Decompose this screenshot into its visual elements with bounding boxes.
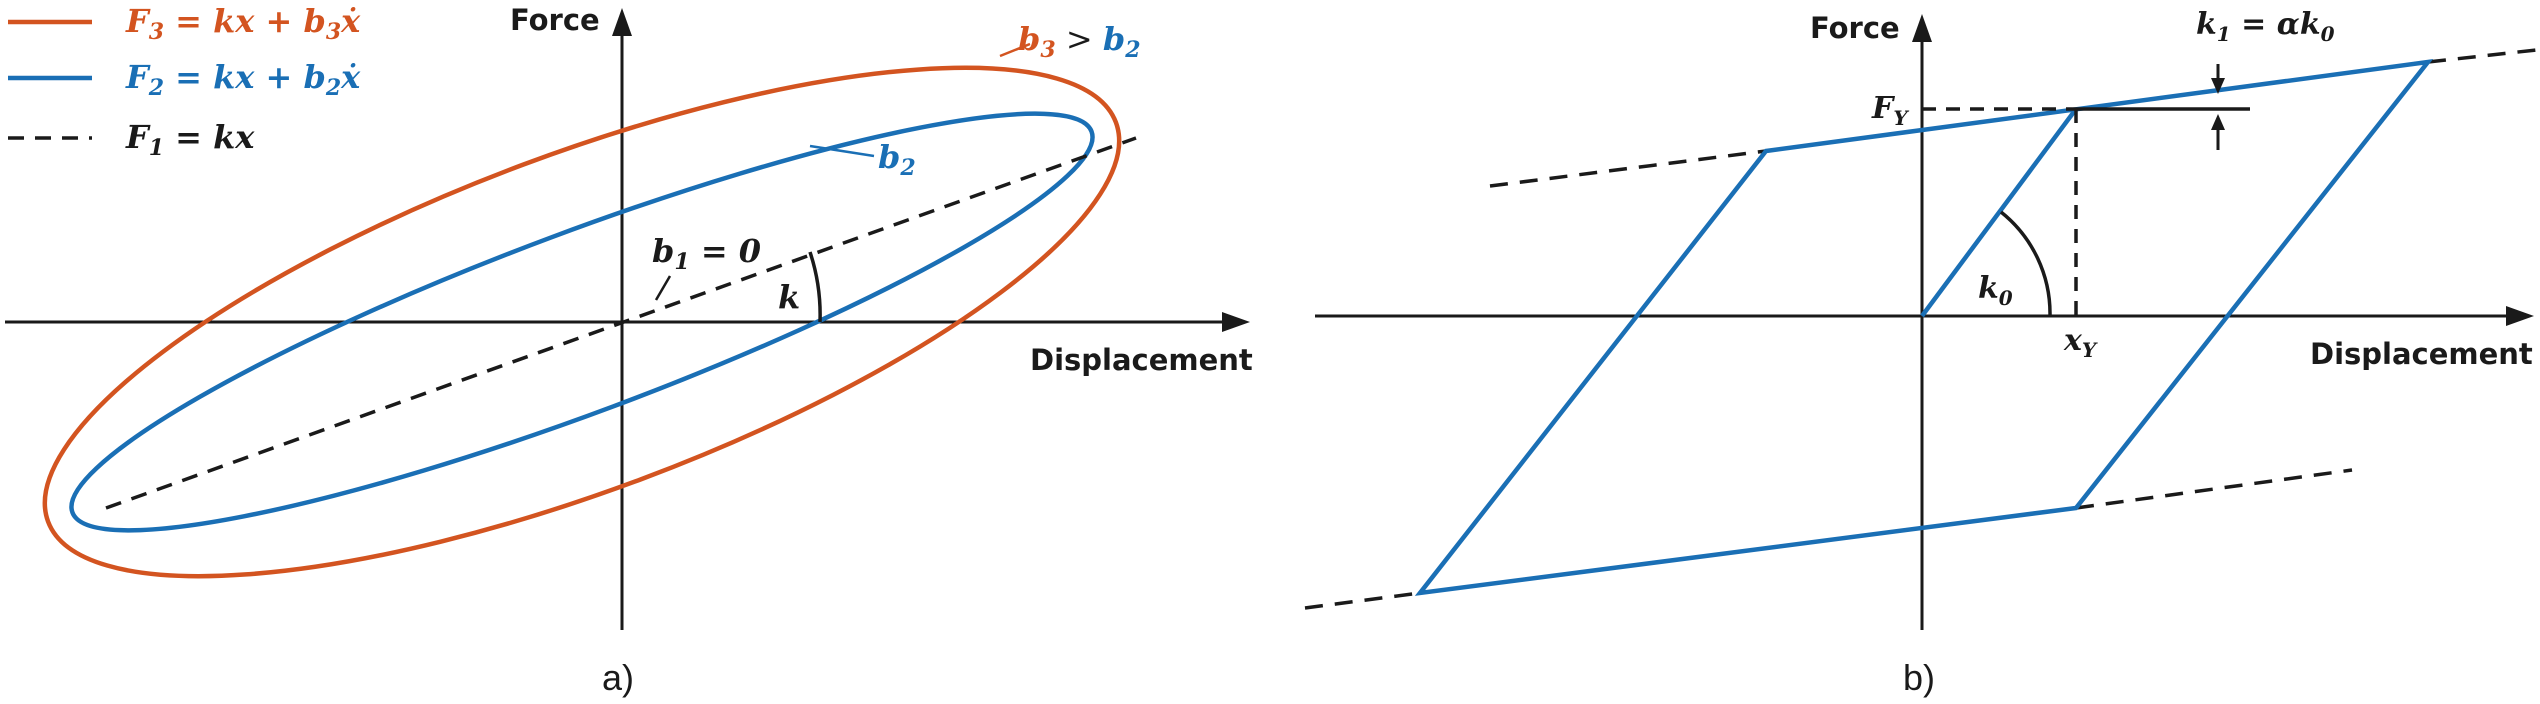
- panel-b-y-axis-arrow: [1912, 14, 1932, 42]
- k0-angle-arc: [1999, 210, 2052, 317]
- upper-right-dashed-extension: [2427, 48, 2537, 64]
- f3-hysteresis-loop: [42, 65, 1122, 579]
- fy-label: FY: [1871, 91, 1909, 130]
- bilinear-hysteresis-loop: [1414, 59, 2434, 596]
- k1-label: k1 = αk0: [2196, 7, 2335, 46]
- panel-a-x-axis-arrow: [1222, 312, 1250, 332]
- panel-b-y-axis-label: Force: [1810, 11, 1900, 45]
- panel-a-y-axis-arrow: [612, 8, 632, 36]
- panel-a-label: a): [602, 657, 634, 698]
- b3-leader-line: [999, 42, 1031, 58]
- lower-left-dashed-extension: [1304, 591, 1421, 610]
- initial-loading-branch: [1920, 107, 2078, 318]
- k1-upper-arrow: [2211, 78, 2225, 94]
- lower-right-dashed-extension: [2075, 468, 2353, 510]
- panel-b-x-axis-arrow: [2506, 306, 2534, 326]
- k-angle-arc: [808, 251, 822, 323]
- k-label: k: [778, 278, 800, 316]
- b1-leader-line: [654, 275, 672, 301]
- legend-label-f2: F2 = kx + b2ẋ: [125, 58, 361, 101]
- legend: F3 = kx + b3ẋ F2 = kx + b2ẋ F1 = kx: [8, 2, 361, 161]
- f1-elastic-line: [105, 136, 1137, 510]
- b2-label: b2: [878, 138, 916, 181]
- b3-gt-b2-label: b3 > b2: [1018, 20, 1141, 63]
- legend-label-f3: F3 = kx + b3ẋ: [125, 2, 361, 45]
- panel-a: k b1 = 0 b2 b3 > b2 Force Displacement F…: [5, 2, 1253, 698]
- panel-b: FY xY k0 k1 = αk0 Force Displacement b): [1304, 7, 2537, 698]
- k0-label: k0: [1978, 271, 2013, 310]
- upper-left-dashed-extension: [1489, 149, 1767, 188]
- xy-label: xY: [2063, 323, 2098, 362]
- panel-a-y-axis-label: Force: [510, 3, 600, 37]
- f2-hysteresis-loop: [69, 111, 1095, 533]
- panel-a-x-axis-label: Displacement: [1030, 343, 1253, 377]
- legend-label-f1: F1 = kx: [125, 118, 255, 161]
- k1-lower-arrow: [2211, 114, 2225, 130]
- b2-leader-line: [809, 144, 875, 158]
- panel-b-x-axis-label: Displacement: [2310, 337, 2533, 371]
- b1-label: b1 = 0: [652, 232, 761, 275]
- panel-b-label: b): [1903, 657, 1935, 698]
